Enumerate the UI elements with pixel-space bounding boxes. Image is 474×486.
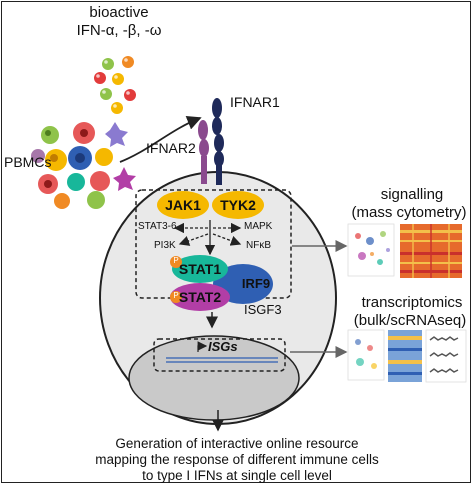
tyk2-label: TYK2 bbox=[220, 197, 256, 213]
stat1-protein bbox=[172, 255, 228, 283]
pi3k-label: PI3K bbox=[154, 240, 176, 251]
ifnar2-receptor bbox=[198, 120, 209, 184]
phospho-stat2-label: P bbox=[173, 291, 179, 300]
stat36-label: STAT3-6 bbox=[138, 221, 177, 232]
phospho-stat1-icon bbox=[170, 256, 182, 268]
title-line-1: bioactive bbox=[89, 4, 149, 21]
stat1-label: STAT1 bbox=[178, 261, 222, 277]
jak1-protein bbox=[157, 191, 209, 219]
ifn-molecules bbox=[94, 56, 136, 114]
pbmcs-label: PBMCs bbox=[4, 154, 52, 170]
stat2-protein bbox=[170, 283, 230, 311]
ifnar1-label: IFNAR1 bbox=[230, 94, 280, 110]
nfkb-label: NFκB bbox=[246, 240, 271, 251]
pbmc-cells bbox=[31, 122, 136, 209]
transcriptomics-method-label: (bulk/scRNAseq) bbox=[353, 312, 467, 329]
treatment-arrow bbox=[119, 115, 202, 163]
transcriptomics-thumbnail bbox=[347, 329, 467, 383]
jak1-label: JAK1 bbox=[165, 197, 201, 213]
transcriptomics-label: transcriptomics bbox=[361, 294, 463, 311]
transcription-box bbox=[153, 338, 286, 372]
conclusion-line-2: mapping the response of different immune… bbox=[95, 452, 379, 467]
signalling-method-label: (mass cytometry) bbox=[351, 204, 467, 221]
ifnar2-label: IFNAR2 bbox=[146, 140, 196, 156]
ifnar1-receptor bbox=[212, 98, 224, 185]
mass-cytometry-thumbnail bbox=[347, 223, 462, 278]
conclusion-line-3: to type I IFNs at single cell level bbox=[142, 468, 332, 483]
pathway-arrows bbox=[173, 220, 242, 256]
irf9-label: IRF9 bbox=[241, 276, 271, 291]
title-line-2: IFN-α, -β, -ω bbox=[76, 22, 162, 39]
tyk2-protein bbox=[212, 191, 264, 219]
stat2-label: STAT2 bbox=[178, 289, 222, 305]
conclusion-line-1: Generation of interactive online resourc… bbox=[115, 436, 359, 451]
transcription-start-arrow-icon bbox=[197, 341, 208, 352]
isgs-label: ISGs bbox=[208, 339, 238, 354]
mapk-label: MAPK bbox=[244, 221, 273, 232]
signalling-label: signalling bbox=[380, 186, 444, 203]
isgf3-label: ISGF3 bbox=[244, 302, 282, 317]
phospho-stat2-icon bbox=[170, 291, 182, 303]
phospho-stat1-label: P bbox=[173, 256, 179, 265]
signalling-box bbox=[135, 189, 292, 299]
